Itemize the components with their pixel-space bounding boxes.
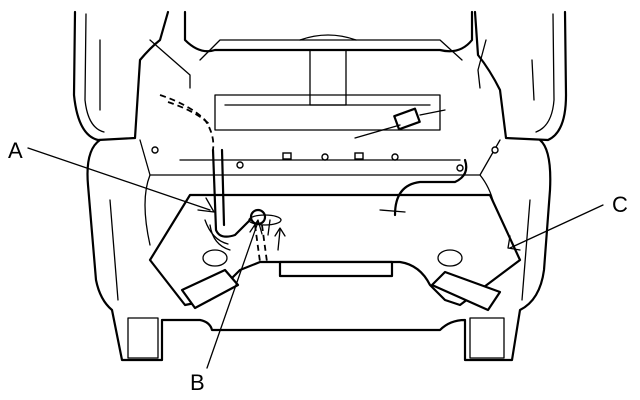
seatback-rear-panel <box>183 10 474 131</box>
clip-b <box>248 208 286 263</box>
seat-frame <box>86 138 552 362</box>
pan-rail <box>278 260 394 278</box>
wire-harness-a <box>159 94 252 251</box>
harness-right <box>354 107 468 217</box>
right-seatback-bolster <box>473 10 568 142</box>
seat-track-feet <box>180 268 502 312</box>
connector <box>393 107 421 131</box>
callout-c: C <box>612 192 628 217</box>
leader-lines <box>27 147 604 369</box>
callout-b: B <box>190 370 205 395</box>
frame-holes <box>151 146 499 172</box>
left-seatback-bolster <box>72 10 191 142</box>
callout-a: A <box>8 138 23 163</box>
center-panel-slot <box>309 49 347 106</box>
